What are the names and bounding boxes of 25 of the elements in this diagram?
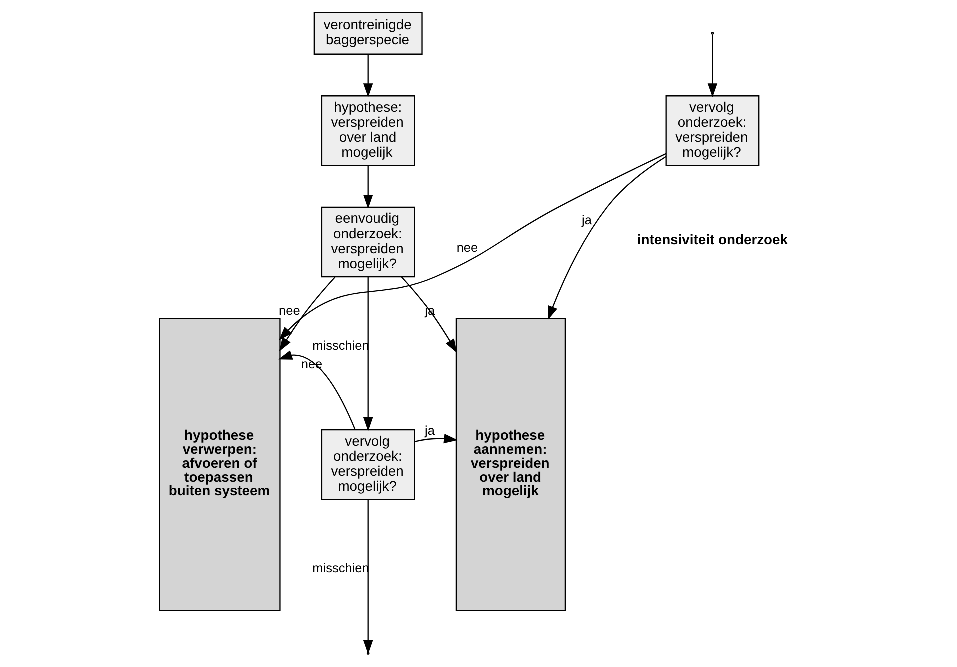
arrow [363,277,374,432]
node-box: eenvoudig onderzoek: verspreiden mogelijk? [321,206,416,278]
edge-label: misschien [312,338,370,354]
arrow [708,34,718,98]
arrow [548,156,667,320]
arrow [279,153,666,341]
arrow [279,276,336,352]
node-box: vervolg onderzoek: verspreiden mogelijk? [666,96,760,166]
label: intensiviteit onderzoek [637,232,788,248]
node-box: vervolg onderzoek: verspreiden mogelijk? [321,429,416,500]
arrow [278,350,356,430]
edge-label: nee [279,303,300,318]
edge-label: ja [582,212,592,228]
arrow [363,54,374,98]
arrow [363,166,374,209]
arrow [363,500,374,654]
edge-label: nee [456,240,478,255]
node-box: verontreinigde baggerspecie [314,12,423,55]
node-box: hypothese verwerpen: afvoeren of toepassen buiten systeem [159,318,281,612]
arrow [401,276,458,354]
node-box: hypothese: verspreiden over land mogelijk [321,96,416,166]
edge-label: ja [425,423,435,438]
arrow [415,434,458,444]
node-box: hypothese aannemen: verspreiden over land mogelijk [456,318,566,612]
edge-label: misschien [312,560,370,576]
